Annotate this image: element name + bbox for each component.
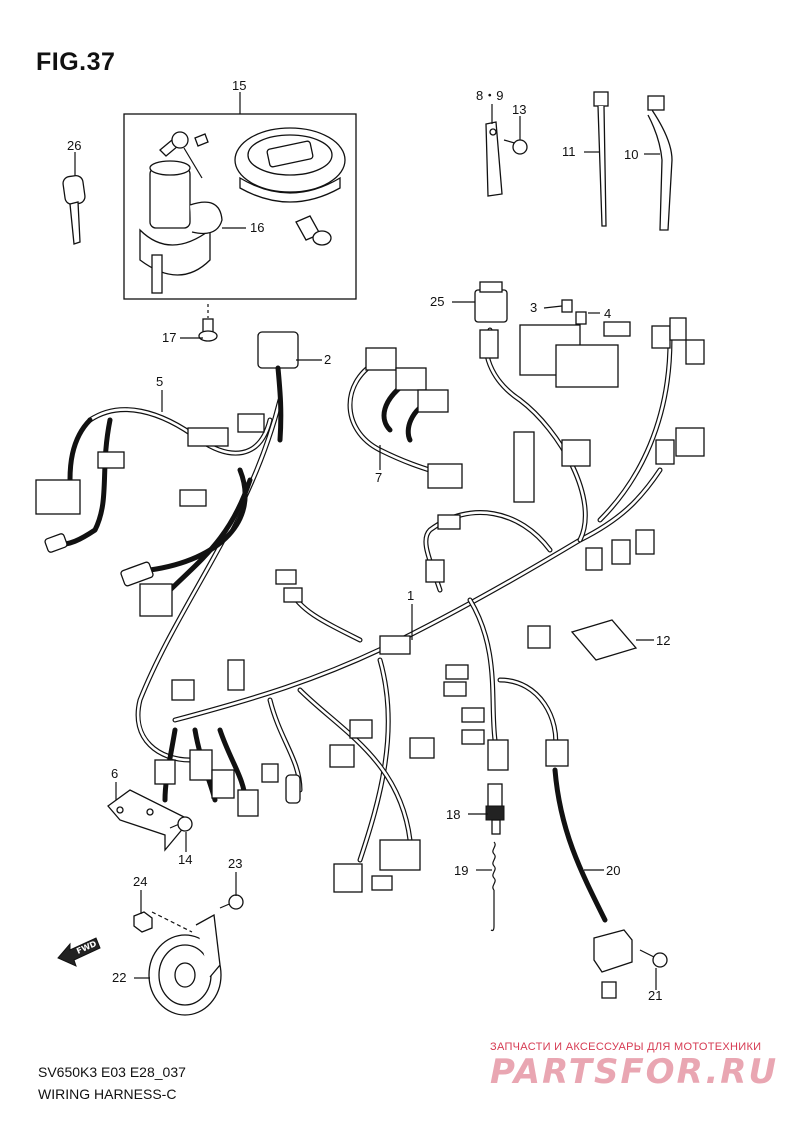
forward-direction-arrow: FWD (57, 937, 101, 967)
callout-10: 10 (624, 147, 638, 162)
leader-lines (74, 92, 660, 990)
callout-13: 13 (512, 102, 526, 117)
callout-12: 12 (656, 633, 670, 648)
callout-7: 7 (375, 470, 382, 485)
watermark-tagline: ЗАПЧАСТИ И АКСЕССУАРЫ ДЛЯ МОТОТЕХНИКИ (490, 1041, 762, 1053)
bracket-6[interactable] (107, 789, 192, 852)
callout-25: 25 (430, 294, 444, 309)
cable-tie-11[interactable] (593, 91, 609, 227)
relay-25[interactable] (474, 281, 508, 323)
screw-21[interactable] (639, 949, 668, 968)
callout-18: 18 (446, 807, 460, 822)
callout-24: 24 (133, 874, 147, 889)
clamp-8-9[interactable] (485, 121, 503, 197)
cable-tie-10[interactable] (647, 95, 673, 231)
model-code: SV650K3 E03 E28_037 (38, 1064, 186, 1080)
callout-11: 11 (562, 144, 576, 159)
harness-connectors (154, 317, 705, 893)
nut-24[interactable] (133, 911, 153, 933)
callout-6: 6 (111, 766, 118, 781)
callout-21: 21 (648, 988, 662, 1003)
callout-15: 15 (232, 78, 246, 93)
callout-22: 22 (112, 970, 126, 985)
callout-23: 23 (228, 856, 242, 871)
callout-3: 3 (530, 300, 537, 315)
sub-harness-7[interactable] (347, 347, 463, 489)
watermark-brand: PARTSFOR.RU (490, 1052, 779, 1092)
bolt-23[interactable] (219, 894, 244, 910)
callout-20: 20 (606, 863, 620, 878)
figure-caption: WIRING HARNESS-C (38, 1086, 177, 1102)
horn-22[interactable] (148, 911, 222, 1016)
callout-4: 4 (604, 306, 611, 321)
bolt-14[interactable] (169, 816, 193, 832)
sub-harness-2[interactable] (257, 331, 299, 443)
callout-5: 5 (156, 374, 163, 389)
callout-2: 2 (324, 352, 331, 367)
screw-17[interactable] (198, 318, 218, 342)
callout-16: 16 (250, 220, 264, 235)
spring-19[interactable] (490, 841, 496, 932)
switch-20[interactable] (552, 767, 633, 999)
figure-title: FIG.37 (36, 48, 116, 76)
callout-26: 26 (67, 138, 81, 153)
callout-17: 17 (162, 330, 176, 345)
callout-14: 14 (178, 852, 192, 867)
callout-1: 1 (407, 588, 414, 603)
fuse-3[interactable] (561, 299, 573, 313)
sub-harness-5[interactable] (35, 407, 273, 617)
label-sticker-12[interactable] (570, 619, 638, 661)
blank-key[interactable] (62, 175, 86, 245)
callout-8-9: 8・9 (476, 88, 503, 103)
neutral-switch-18[interactable] (485, 783, 505, 835)
fuse-4[interactable] (575, 311, 587, 325)
bolt-13[interactable] (503, 139, 528, 155)
callout-19: 19 (454, 863, 468, 878)
callout-numbers: 15 26 16 17 8・9 13 11 10 25 3 4 2 5 7 1 … (67, 78, 670, 1003)
ignition-switch-set[interactable] (123, 113, 357, 300)
